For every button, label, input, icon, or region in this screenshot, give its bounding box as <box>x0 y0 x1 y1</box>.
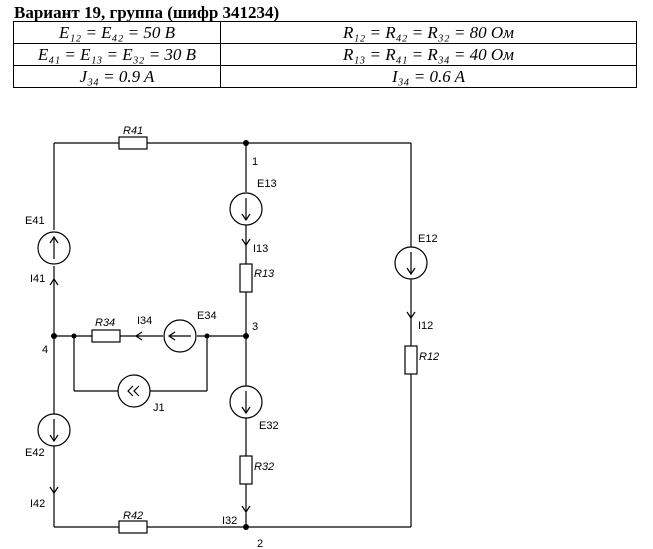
source-e41-symbol <box>37 231 71 265</box>
source-e42-symbol <box>37 413 71 447</box>
r32-label: R32 <box>254 461 274 473</box>
current-source-j1-symbol <box>117 374 151 408</box>
resistor-r32 <box>239 455 253 485</box>
table-row: E₁₂ = E₄₂ = 50 B R₁₂ = R₄₂ = R₃₂ = 80 Ом <box>13 21 637 44</box>
table-cell: E₁₂ = E₄₂ = 50 B <box>13 21 221 44</box>
j1-label: J1 <box>153 402 165 414</box>
node-1-label: 1 <box>252 156 258 168</box>
i42-label: I42 <box>30 498 45 510</box>
i13-label: I13 <box>253 243 268 255</box>
r41-label: R41 <box>123 125 143 137</box>
resistor-r42 <box>118 520 148 534</box>
variant-title: Вариант 19, группа (шифр 341234) <box>14 3 280 22</box>
table-cell: J₃₄ = 0.9 A <box>13 65 221 88</box>
resistor-r34 <box>91 329 121 343</box>
source-e32-symbol <box>229 385 263 419</box>
resistor-r13 <box>239 263 253 293</box>
node-4-label: 4 <box>42 344 48 356</box>
i41-label: I41 <box>30 273 45 285</box>
resistor-r41 <box>118 136 148 150</box>
arrow-i41 <box>49 277 59 286</box>
i12-label: I12 <box>418 320 433 332</box>
node-2-label: 2 <box>257 538 263 549</box>
table-cell: I₃₄ = 0.6 A <box>220 65 637 88</box>
junctions <box>51 140 249 530</box>
arrow-i13 <box>241 238 251 247</box>
r42-label: R42 <box>123 510 143 522</box>
node-3-label: 3 <box>252 321 258 333</box>
arrow-i32 <box>241 505 251 514</box>
i34-label: I34 <box>137 315 152 327</box>
table-cell: E₄₁ = E₁₃ = E₃₂ = 30 B <box>13 43 221 66</box>
r34-label: R34 <box>95 317 115 329</box>
r12-label: R12 <box>419 351 439 363</box>
source-e13-symbol <box>229 192 263 226</box>
parameters-table: E₁₂ = E₄₂ = 50 B R₁₂ = R₄₂ = R₃₂ = 80 Ом… <box>13 21 637 88</box>
source-e12-symbol <box>394 246 428 280</box>
table-row: J₃₄ = 0.9 A I₃₄ = 0.6 A <box>13 65 637 88</box>
e41-label: E41 <box>25 215 45 227</box>
i32-label: I32 <box>222 515 237 527</box>
e12-label: E12 <box>418 233 438 245</box>
source-e34-symbol <box>163 319 197 353</box>
e34-label: E34 <box>197 310 217 322</box>
arrow-i42 <box>49 486 59 495</box>
arrow-i12 <box>406 311 416 320</box>
resistor-r12 <box>404 345 418 375</box>
e32-label: E32 <box>259 420 279 432</box>
e42-label: E42 <box>25 447 45 459</box>
arrow-i34 <box>134 331 143 341</box>
r13-label: R13 <box>254 268 275 280</box>
table-cell: R₁₂ = R₄₂ = R₃₂ = 80 Ом <box>220 21 637 44</box>
e13-label: E13 <box>257 178 277 190</box>
